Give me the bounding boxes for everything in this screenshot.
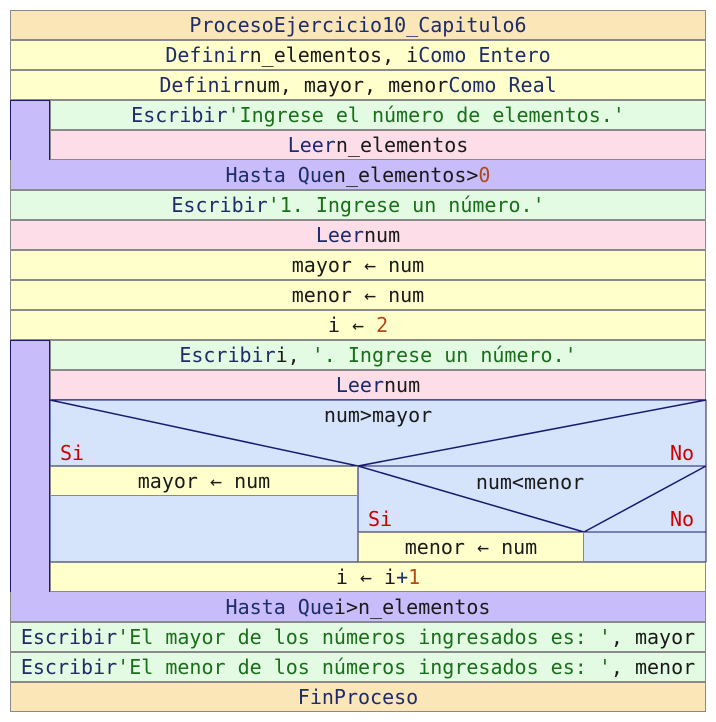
increment-operator: + <box>396 565 409 589</box>
assign-text: mayor ← num <box>291 253 425 277</box>
process-keyword: Proceso <box>189 13 274 37</box>
until-expression: i>n_elementos <box>333 594 491 619</box>
condition-1-no-label: No <box>670 441 695 465</box>
process-header: Proceso Ejercicio10_Capitulo6 <box>10 10 706 40</box>
read-keyword: Leer <box>315 223 365 247</box>
read-variable: n_elementos <box>335 133 469 157</box>
condition-1-yes-label: Si <box>60 441 85 465</box>
define-keyword: Definir <box>159 73 244 97</box>
condition-2-no-label: No <box>670 507 695 531</box>
condition-2-yes-label: Si <box>368 507 393 531</box>
assign-i: i ← 2 <box>10 310 706 340</box>
define-vars: num, mayor, menor <box>243 73 449 97</box>
write-string: 'El mayor de los números ingresados es: … <box>117 625 611 649</box>
end-process-keyword: FinProceso <box>297 685 419 709</box>
loop2-write-statement: Escribir i, '. Ingrese un número.' <box>50 340 706 370</box>
loop1-write-statement: Escribir 'Ingrese el número de elementos… <box>50 100 706 130</box>
process-footer: FinProceso <box>10 682 706 712</box>
process-name: Ejercicio10_Capitulo6 <box>273 13 527 37</box>
write-keyword: Escribir <box>179 343 276 367</box>
define-type: Como Entero <box>418 43 551 67</box>
read-variable: num <box>384 373 421 397</box>
until-number: 0 <box>478 162 491 187</box>
assign-menor-branch: menor ← num <box>358 532 584 562</box>
loop1-until-condition: Hasta Que n_elementos>0 <box>10 160 706 190</box>
write-keyword: Escribir <box>131 103 228 127</box>
define-vars: n_elementos, i <box>249 43 419 67</box>
read-keyword: Leer <box>335 373 385 397</box>
until-keyword: Hasta Que <box>225 162 334 187</box>
write-keyword: Escribir <box>20 625 118 649</box>
main-read-statement: Leer num <box>10 220 706 250</box>
write-string: 'El menor de los números ingresados es: … <box>117 655 611 679</box>
write-string: '. Ingrese un número.' <box>311 343 577 367</box>
assign-menor: menor ← num <box>10 280 706 310</box>
output-menor: Escribir 'El menor de los números ingres… <box>10 652 706 682</box>
output-mayor: Escribir 'El mayor de los números ingres… <box>10 622 706 652</box>
until-keyword: Hasta Que <box>225 594 334 619</box>
definition-integers: Definir n_elementos, i Como Entero <box>10 40 706 70</box>
assign-text: i ← <box>327 313 377 337</box>
assign-text: mayor ← num <box>137 469 271 493</box>
assign-text: menor ← num <box>291 283 425 307</box>
write-vars: i, <box>275 343 312 367</box>
define-keyword: Definir <box>165 43 250 67</box>
write-var: , menor <box>610 655 696 679</box>
write-var: , mayor <box>610 625 696 649</box>
assign-mayor-branch: mayor ← num <box>50 466 358 496</box>
loop2-until-condition: Hasta Que i>n_elementos <box>10 592 706 622</box>
read-variable: num <box>364 223 401 247</box>
increment-var: i ← i <box>335 565 397 589</box>
write-keyword: Escribir <box>20 655 118 679</box>
write-string: '1. Ingrese un número.' <box>267 193 545 217</box>
condition-1-text: num>mayor <box>323 403 433 427</box>
definition-reals: Definir num, mayor, menor Como Real <box>10 70 706 100</box>
assign-mayor: mayor ← num <box>10 250 706 280</box>
condition-2-text: num<menor <box>475 470 585 494</box>
until-expression: n_elementos> <box>333 162 479 187</box>
write-string: 'Ingrese el número de elementos.' <box>227 103 625 127</box>
assign-number: 2 <box>376 313 389 337</box>
assign-text: menor ← num <box>404 535 538 559</box>
write-keyword: Escribir <box>171 193 268 217</box>
loop1-read-statement: Leer n_elementos <box>50 130 706 160</box>
read-keyword: Leer <box>287 133 336 157</box>
define-type: Como Real <box>448 73 557 97</box>
increment-i: i ← i+1 <box>50 562 706 592</box>
increment-number: 1 <box>408 565 421 589</box>
main-write-statement: Escribir '1. Ingrese un número.' <box>10 190 706 220</box>
